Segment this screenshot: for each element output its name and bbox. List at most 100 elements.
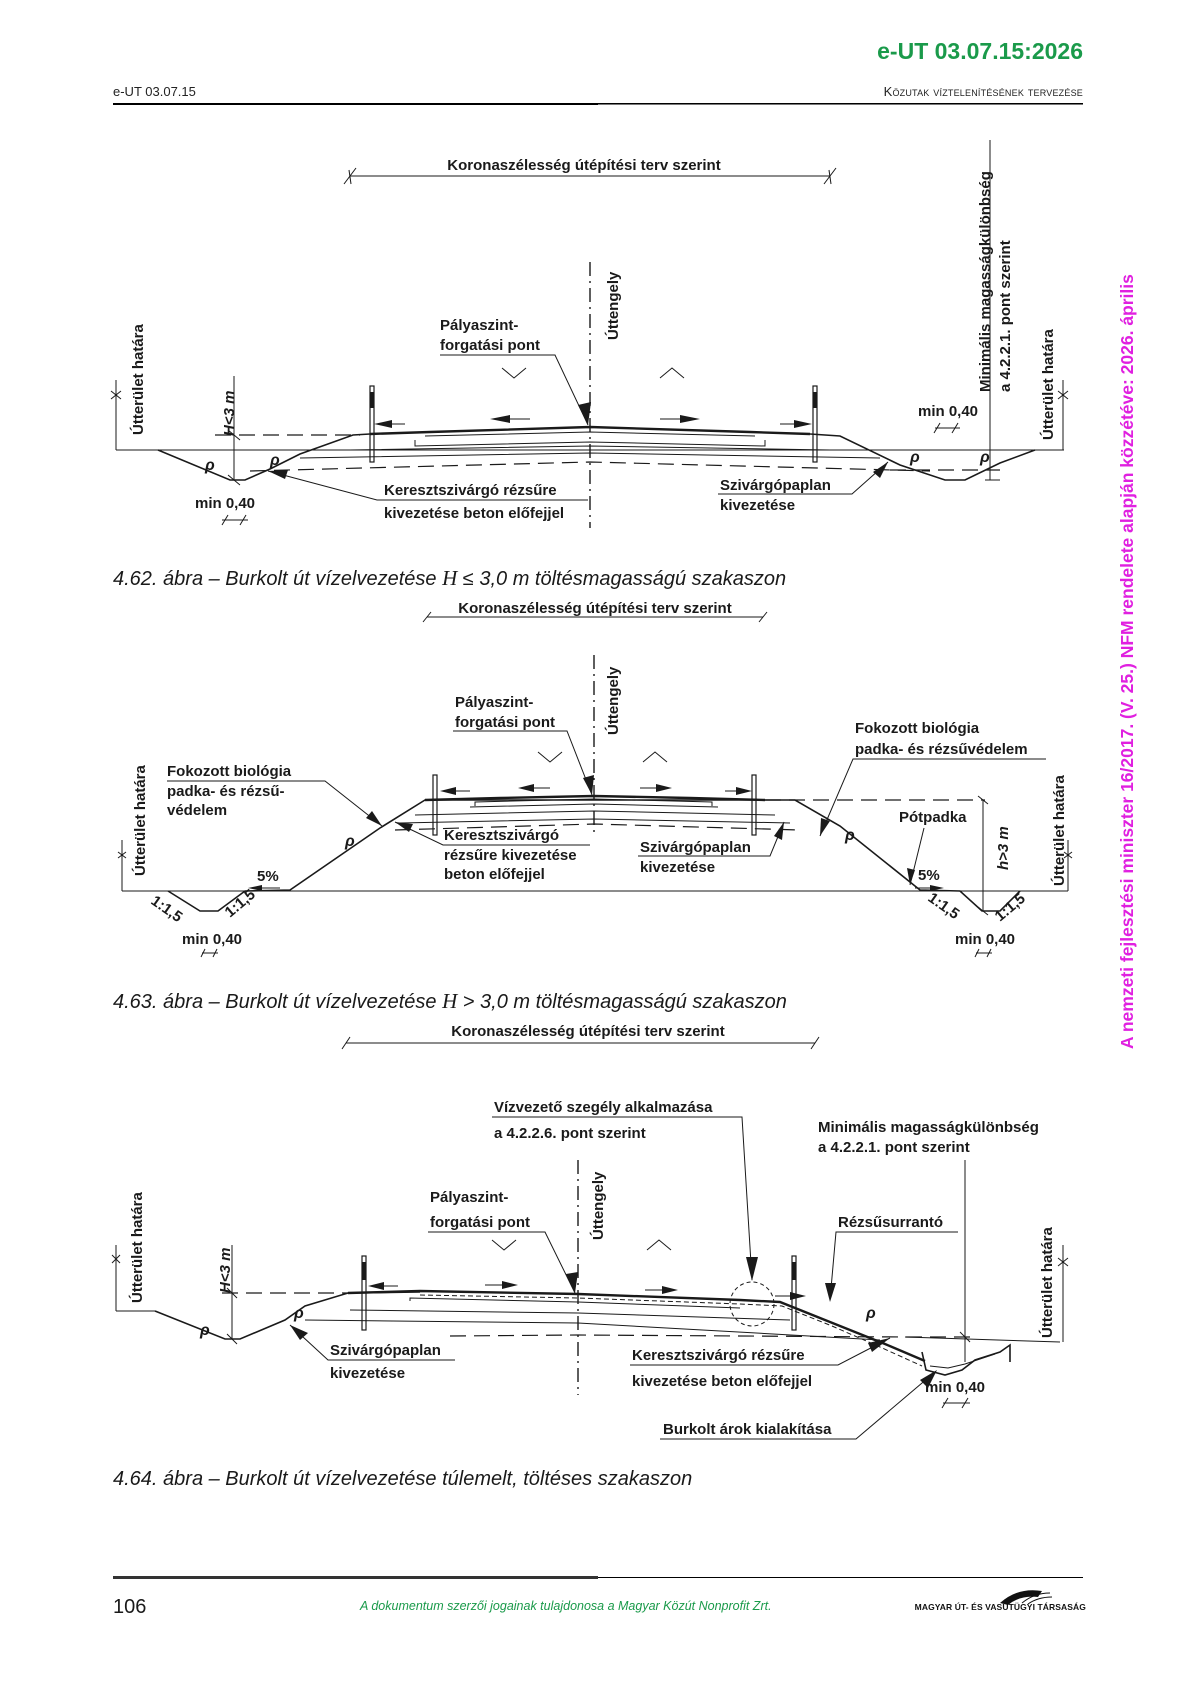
height-limit-label: h>3 m [995, 826, 1012, 870]
height-limit-label: H<3 m [221, 391, 238, 436]
slope-percent-right: 5% [918, 867, 940, 884]
curb-label-line1: Vízvezető szegély alkalmazása [494, 1099, 713, 1116]
bio-protection-left-leader [167, 780, 383, 827]
crossfall-chevron-up [659, 367, 685, 379]
drain-blanket-label-line2: kivezetése [640, 859, 715, 876]
min-width-left-label: min 0,40 [195, 495, 255, 512]
cross-drain-label-line2: kivezetése beton előfejjel [632, 1373, 812, 1390]
guide-post-left [361, 1255, 367, 1331]
paved-ditch-label: Burkolt árok kialakítása [663, 1421, 832, 1438]
footer-divider [113, 1577, 1083, 1578]
figure-4-64-diagram: Koronaszélesség útépítési terv szerint Ú… [111, 1023, 1069, 1440]
road-axis-label: Úttengely [604, 271, 622, 340]
figure-4-62-diagram: Koronaszélesség útépítési terv szerint Ú… [110, 140, 1069, 528]
figure-4-63-diagram: Koronaszélesség útépítési terv szerint Ú… [117, 600, 1073, 958]
right-ditch-profile [809, 433, 1036, 481]
bio-protection-right-leader [819, 758, 1046, 837]
caption-text: 4.62. ábra – Burkolt út vízelvezetése [113, 568, 443, 590]
slope-ratio-label: 1:1,5 [992, 890, 1029, 925]
min-height-label-line1: Minimális magasságkülönbség [818, 1119, 1039, 1136]
crossfall-chevron-down [501, 367, 527, 379]
road-axis-label: Úttengely [589, 1171, 607, 1240]
curb-leader [492, 1116, 753, 1281]
rho-symbol: ρ [979, 449, 990, 466]
pivot-label-line2: forgatási pont [455, 714, 555, 731]
boundary-right-label: Útterület határa [1039, 328, 1057, 440]
left-ditch-profile [157, 433, 371, 481]
crown-width-label: Koronaszélesség útépítési terv szerint [451, 1023, 724, 1040]
min-width-left-label: min 0,40 [182, 931, 242, 948]
caption-text: > 3,0 m töltésmagasságú szakaszon [457, 991, 787, 1013]
guide-post-right [751, 774, 757, 836]
caption-symbol: H [442, 566, 458, 590]
boundary-right-label: Útterület határa [1038, 1226, 1056, 1338]
paved-ditch-leader [660, 1371, 936, 1440]
crossfall-chevron-up [642, 751, 668, 763]
flow-arrows [440, 784, 752, 795]
height-limit-label: H<3 m [217, 1248, 234, 1293]
min-height-label-line2: a 4.2.2.1. pont szerint [818, 1139, 970, 1156]
copyright-note: A dokumentum szerzői jogainak tulajdonos… [360, 1599, 772, 1613]
bio-protection-right-line1: Fokozott biológia [855, 720, 980, 737]
flow-arrows [368, 1281, 806, 1300]
crown-width-label: Koronaszélesség útépítési terv szerint [458, 600, 731, 617]
rho-symbol: ρ [199, 1322, 210, 1339]
cross-drain-leader [267, 470, 588, 501]
rho-symbol: ρ [865, 1305, 876, 1322]
min-width-right-label: min 0,40 [918, 403, 978, 420]
drain-blanket-label-line2: kivezetése [720, 497, 795, 514]
pavement-surface [369, 425, 811, 436]
boundary-left-label: Útterület határa [129, 323, 147, 435]
curb-label-line2: a 4.2.2.6. pont szerint [494, 1125, 646, 1142]
pivot-label-line2: forgatási pont [430, 1214, 530, 1231]
rho-symbol: ρ [844, 827, 855, 844]
slope-ratio-label: 1:1,5 [925, 889, 963, 923]
figure-4-63-caption: 4.63. ábra – Burkolt út vízelvezetése H … [113, 989, 787, 1014]
rho-symbol: ρ [909, 449, 920, 466]
rho-symbol: ρ [344, 833, 355, 850]
min-height-label-line1: Minimális magasságkülönbség [977, 171, 994, 392]
curb-detail-circle [729, 1281, 775, 1327]
drain-blanket-label-line1: Szivárgópaplan [640, 839, 751, 856]
cross-drain-label-line2: kivezetése beton előfejjel [384, 505, 564, 522]
page-number: 106 [113, 1596, 147, 1618]
bio-protection-left-line2: padka- és rézsű- [167, 783, 285, 800]
drain-blanket-label-line1: Szivárgópaplan [330, 1342, 441, 1359]
figure-4-64-caption: 4.64. ábra – Burkolt út vízelvezetése tú… [113, 1468, 692, 1491]
society-logo-icon [1000, 1590, 1053, 1605]
pivot-label-line1: Pályaszint- [430, 1189, 508, 1206]
pivot-leader [453, 730, 593, 796]
cross-drain-label-line2: rézsűre kivezetése [444, 847, 577, 864]
boundary-right-label: Útterület határa [1050, 774, 1068, 886]
guide-post-left [432, 774, 438, 836]
guide-post-right [812, 385, 818, 463]
crossfall-chevron-up [646, 1239, 672, 1251]
cross-drain-label-line1: Keresztszivárgó [444, 827, 559, 844]
cross-drain-label-line1: Keresztszivárgó rézsűre [384, 482, 557, 499]
rho-symbol: ρ [269, 452, 280, 469]
slope-ratio-label: 1:1,5 [148, 892, 186, 926]
pivot-label-line1: Pályaszint- [440, 317, 518, 334]
min-width-label: min 0,40 [925, 1379, 985, 1396]
slope-chute-leader [829, 1231, 958, 1301]
crossfall-chevron-down [491, 1239, 517, 1251]
caption-text: 4.64. ábra – Burkolt út vízelvezetése tú… [113, 1468, 693, 1490]
document-code: e-UT 03.07.15:2026 [877, 38, 1083, 64]
boundary-left-label: Útterület határa [131, 764, 149, 876]
bio-protection-left-line3: védelem [167, 802, 227, 819]
caption-text: ≤ 3,0 m töltésmagasságú szakaszon [457, 568, 787, 590]
bio-protection-left-line1: Fokozott biológia [167, 763, 292, 780]
drain-blanket-label-line2: kivezetése [330, 1365, 405, 1382]
footer-divider-bold [113, 1576, 598, 1579]
pivot-leader [440, 354, 589, 426]
berm-label: Pótpadka [899, 809, 967, 826]
crossfall-chevron-down [537, 751, 563, 763]
bio-protection-right-line2: padka- és rézsűvédelem [855, 741, 1028, 758]
boundary-left-label: Útterület határa [128, 1191, 146, 1303]
society-logo-text: MAGYAR ÚT- ÉS VASÚTÜGYI TÁRSASÁG [914, 1602, 1086, 1612]
slope-percent-left: 5% [257, 868, 279, 885]
caption-symbol: H [442, 989, 458, 1013]
cross-drain-label-line3: beton előfejjel [444, 866, 545, 883]
pivot-leader [428, 1231, 576, 1294]
rho-symbol: ρ [293, 1305, 304, 1322]
